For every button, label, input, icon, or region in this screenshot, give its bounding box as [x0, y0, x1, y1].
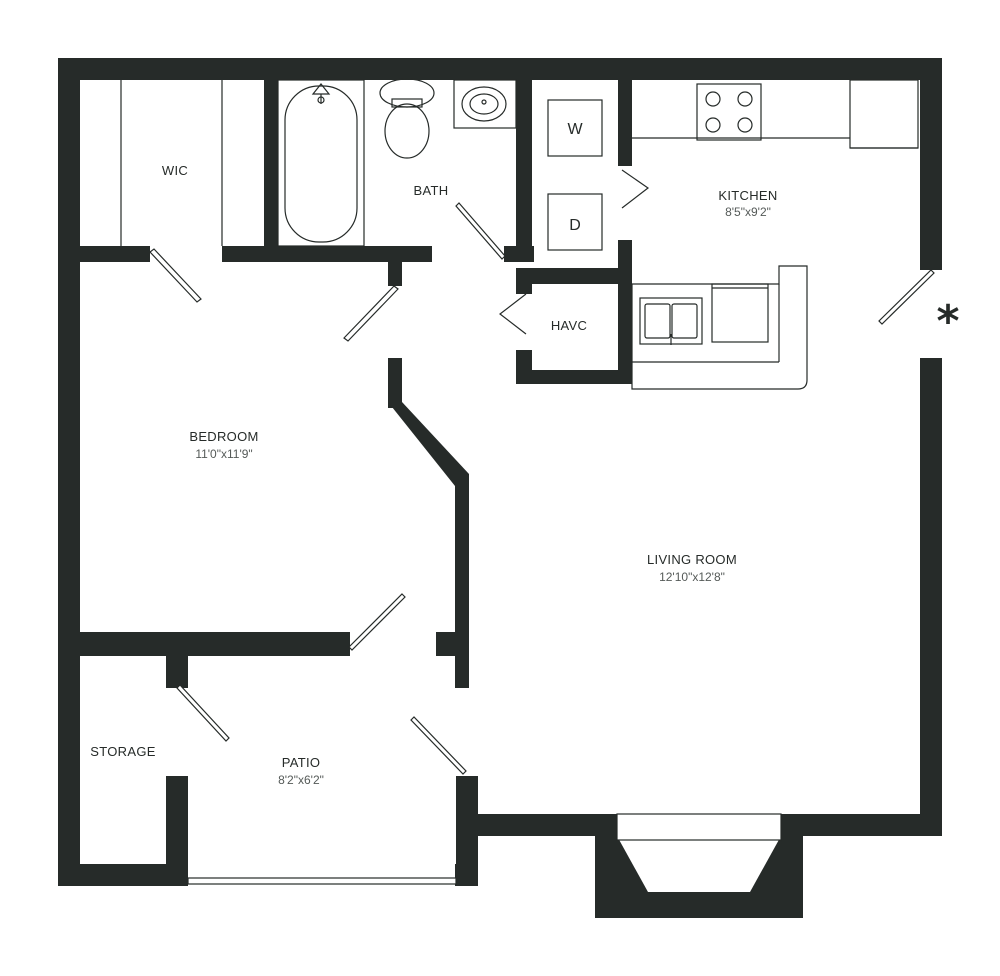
wall-right-upper	[920, 58, 942, 270]
living-room-label: LIVING ROOM	[647, 552, 737, 567]
toilet-bowl	[384, 103, 430, 159]
refrigerator	[849, 79, 919, 149]
wall-patio-right-post	[456, 776, 478, 886]
wall-wic-bath	[264, 78, 278, 260]
wall-storage-right	[166, 776, 188, 886]
wall-laundry-right-top	[618, 78, 632, 166]
entry-marker: *	[936, 296, 959, 347]
bathtub-drain	[317, 96, 325, 104]
storage-door[interactable]	[176, 684, 230, 742]
bedroom-dims: 11'0"x11'9"	[195, 447, 252, 461]
laundry: W D	[547, 99, 603, 251]
storage-label: STORAGE	[90, 744, 155, 759]
washer	[547, 99, 603, 157]
wall-wic-bottom-left	[78, 246, 150, 262]
kitchen-dims: 8'5"x9'2"	[725, 205, 771, 219]
bath-label: BATH	[414, 183, 449, 198]
range-burner-2	[737, 91, 753, 107]
doors	[149, 169, 935, 885]
bathtub-basin	[284, 85, 358, 243]
range-burner-4	[737, 117, 753, 133]
bath-door[interactable]	[455, 202, 506, 260]
wic-door[interactable]	[149, 248, 202, 303]
patio-dims: 8'2"x6'2"	[278, 773, 324, 787]
wall-storage-top-jamb	[166, 654, 188, 688]
bedroom-label: BEDROOM	[189, 429, 258, 444]
living-room-dims: 12'10"x12'8"	[659, 570, 725, 584]
dryer-label: D	[569, 217, 581, 234]
patio-sliding-door[interactable]	[187, 877, 457, 885]
washer-label: W	[567, 121, 583, 138]
wall-laundry-bottom	[516, 268, 632, 284]
wall-bath-right-top	[516, 78, 532, 262]
patio-label: PATIO	[282, 755, 321, 770]
interior-walls	[78, 78, 632, 886]
dryer	[547, 193, 603, 251]
wic-label: WIC	[162, 163, 188, 178]
fireplace	[595, 813, 803, 918]
range	[696, 83, 762, 141]
bath-sink-basin	[469, 93, 499, 115]
wall-bottom-left	[58, 864, 188, 886]
fireplace-mantel	[616, 813, 782, 841]
kitchen-peninsula	[631, 265, 808, 390]
wall-havc-left-top	[516, 268, 532, 294]
toilet-tank	[379, 78, 435, 108]
wall-right-lower	[920, 358, 942, 836]
range-burner-3	[705, 117, 721, 133]
bath-fixtures	[277, 78, 517, 247]
exterior-walls	[58, 58, 942, 886]
wall-havc-right	[618, 268, 632, 384]
wall-bedroom-bottom	[78, 632, 350, 656]
wall-top	[58, 58, 942, 80]
bath-vanity	[453, 79, 517, 129]
laundry-bifold-door[interactable]	[621, 169, 650, 209]
bedroom-door[interactable]	[343, 285, 399, 342]
entry-door[interactable]	[878, 269, 935, 325]
kitchen-sink-left-basin	[644, 303, 671, 339]
bathtub	[277, 79, 365, 247]
range-burner-1	[705, 91, 721, 107]
patio-bedroom-door[interactable]	[348, 593, 406, 651]
wall-bath-right-mid	[504, 246, 534, 262]
toilet-tank-lid	[391, 98, 423, 108]
patio-door[interactable]	[410, 716, 467, 775]
dishwasher	[711, 283, 769, 343]
wall-bedroom-living-angle	[388, 402, 469, 486]
havc-bifold-door[interactable]	[499, 293, 527, 335]
kitchen-label: KITCHEN	[718, 188, 777, 203]
fireplace-hearth	[617, 836, 781, 892]
bath-sink	[461, 86, 507, 122]
wall-closet-stub	[436, 632, 469, 656]
wall-left	[58, 58, 80, 886]
wic-shelving	[120, 80, 223, 246]
wall-bedroom-living-top	[388, 358, 402, 408]
room-labels: WIC BATH KITCHEN 8'5"x9'2" HAVC BEDROOM …	[90, 163, 777, 787]
wall-wic-bottom-right	[222, 246, 432, 262]
bath-sink-drain	[481, 99, 487, 105]
havc-label: HAVC	[551, 318, 587, 333]
wall-bath-jamb	[388, 260, 402, 286]
kitchen-fixtures	[631, 79, 919, 390]
wall-havc-bottom	[516, 370, 632, 384]
kitchen-sink-right-basin	[671, 303, 698, 339]
